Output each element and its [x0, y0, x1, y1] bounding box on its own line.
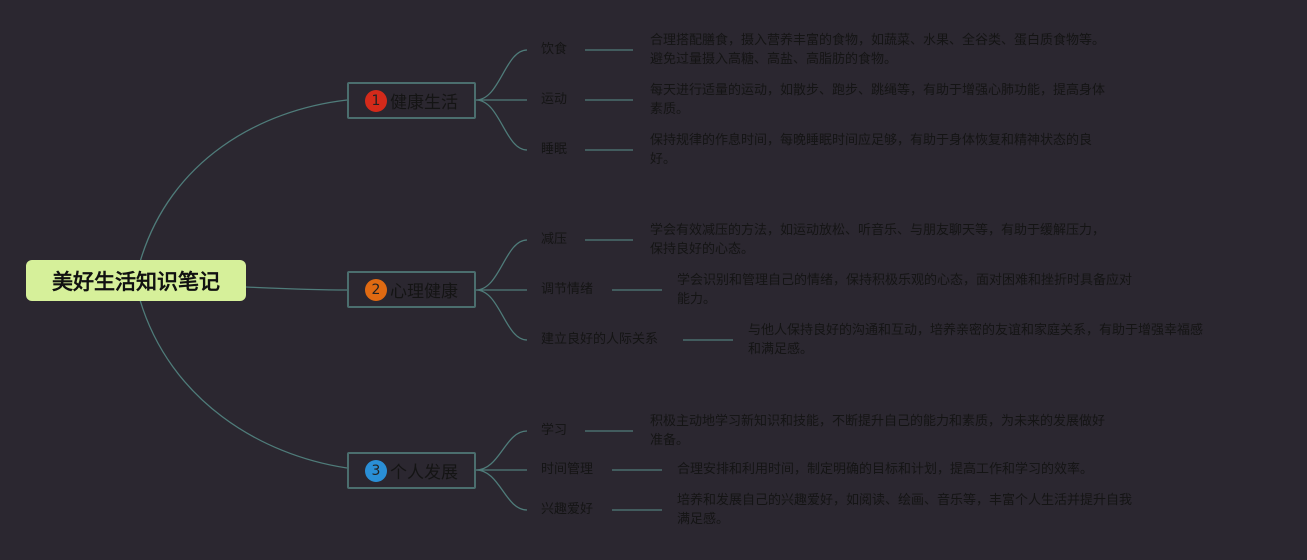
- root-topic[interactable]: 美好生活知识笔记: [26, 260, 246, 301]
- subtopic[interactable]: 调节情绪: [541, 282, 594, 297]
- subtopic[interactable]: 减压: [541, 232, 568, 247]
- subtopic-note: 学会识别和管理自己的情绪，保持积极乐观的心态，面对困难和挫折时具备应对 能力。: [677, 273, 1133, 307]
- subtopic[interactable]: 睡眠: [541, 142, 568, 157]
- number-badge-icon: 2: [365, 278, 387, 301]
- subtopic-note: 与他人保持良好的沟通和互动，培养亲密的友谊和家庭关系，有助于增强幸福感 和满足感…: [748, 323, 1204, 357]
- subtopic-note: 培养和发展自己的兴趣爱好，如阅读、绘画、音乐等，丰富个人生活并提升自我 满足感。: [677, 493, 1133, 527]
- subtopic[interactable]: 运动: [541, 92, 568, 107]
- subtopic-note: 合理安排和利用时间，制定明确的目标和计划，提高工作和学习的效率。: [677, 462, 1094, 477]
- subtopic-note: 学会有效减压的方法，如运动放松、听音乐、与朋友聊天等，有助于缓解压力， 保持良好…: [650, 223, 1106, 257]
- subtopic[interactable]: 时间管理: [541, 462, 594, 477]
- subtopic-note: 保持规律的作息时间，每晚睡眠时间应足够，有助于身体恢复和精神状态的良 好。: [650, 133, 1093, 167]
- subtopic-note: 积极主动地学习新知识和技能，不断提升自己的能力和素质，为未来的发展做好 准备。: [650, 414, 1106, 448]
- number-badge-icon: 1: [365, 89, 387, 112]
- subtopic[interactable]: 兴趣爱好: [541, 502, 594, 517]
- subtopic[interactable]: 饮食: [541, 42, 568, 57]
- subtopic-note: 每天进行适量的运动，如散步、跑步、跳绳等，有助于增强心肺功能，提高身体 素质。: [650, 83, 1106, 117]
- number-badge-icon: 3: [365, 459, 387, 482]
- branch-label: 个人发展: [390, 463, 458, 483]
- subtopic[interactable]: 学习: [541, 423, 568, 438]
- subtopic[interactable]: 建立良好的人际关系: [541, 332, 659, 347]
- branch-label: 心理健康: [390, 282, 458, 302]
- branch-label: 健康生活: [390, 93, 458, 113]
- subtopic-note: 合理搭配膳食，摄入营养丰富的食物，如蔬菜、水果、全谷类、蛋白质食物等。 避免过量…: [650, 33, 1106, 67]
